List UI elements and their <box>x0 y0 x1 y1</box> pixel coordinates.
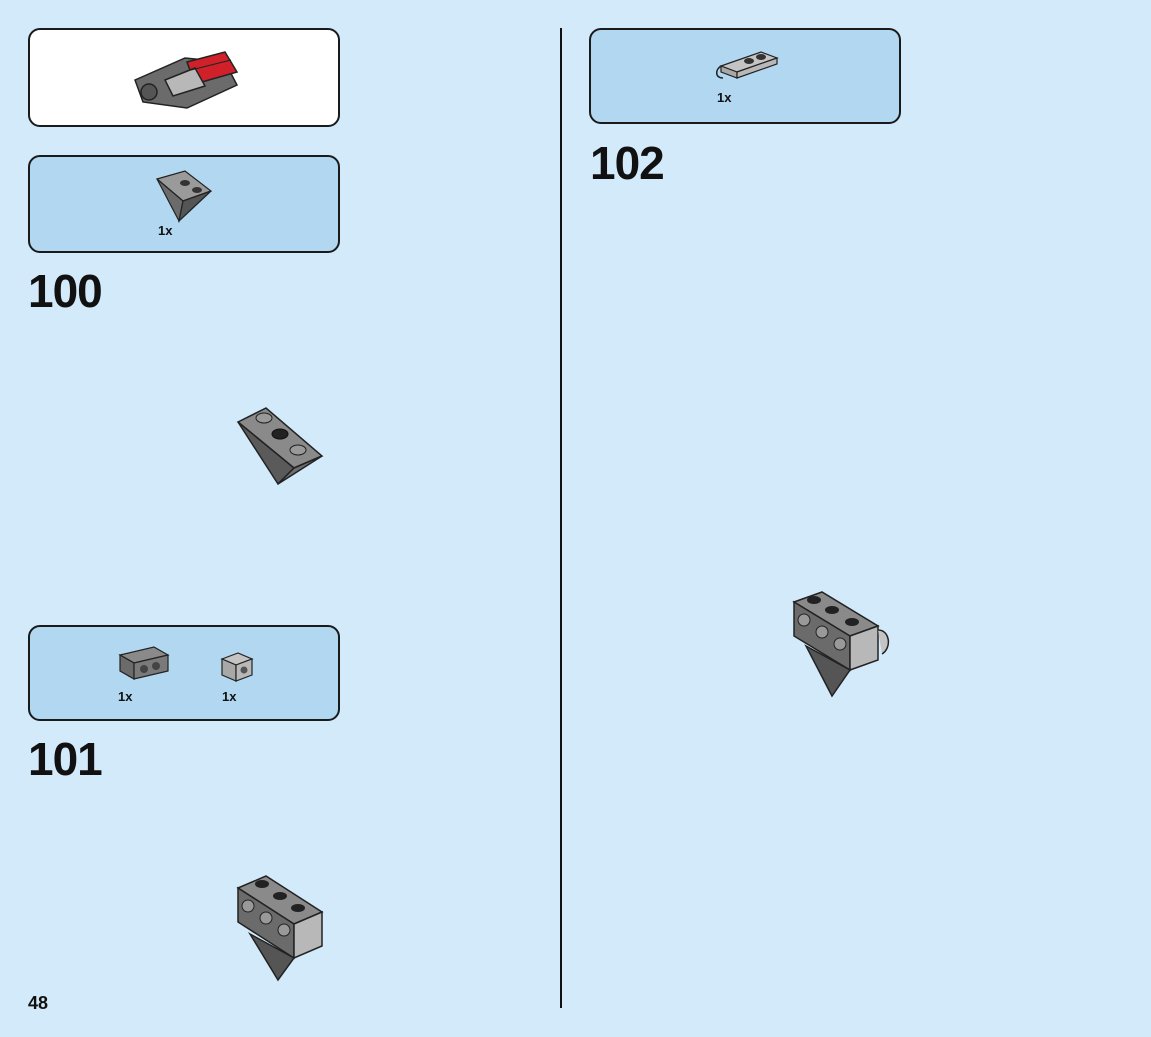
technic-brick-assembly <box>236 875 324 982</box>
inverted-slope-brick-assembly <box>236 407 324 486</box>
step-number: 102 <box>590 137 665 189</box>
parts-list-step-102: 1x <box>589 28 901 124</box>
part-qty: 1x <box>222 689 237 704</box>
step-number: 101 <box>28 733 103 785</box>
engine-submodel-icon <box>134 51 239 109</box>
step-number: 100 <box>28 265 103 317</box>
parts-list-step-100: 1x <box>28 155 340 253</box>
part-qty: 1x <box>118 689 133 704</box>
page-number: 48 <box>28 993 49 1013</box>
technic-brick-1x1-icon <box>220 652 254 682</box>
part-qty: 1x <box>717 90 732 105</box>
inverted-slope-brick-icon <box>155 170 213 223</box>
part-qty: 1x <box>158 223 173 238</box>
clip-plate-icon <box>716 51 779 79</box>
clip-brick-assembly <box>792 591 890 698</box>
parts-list-step-101: 1x 1x <box>28 625 340 721</box>
technic-brick-1x2-icon <box>118 646 170 681</box>
submodel-callout <box>28 28 340 127</box>
column-divider <box>560 28 562 1008</box>
